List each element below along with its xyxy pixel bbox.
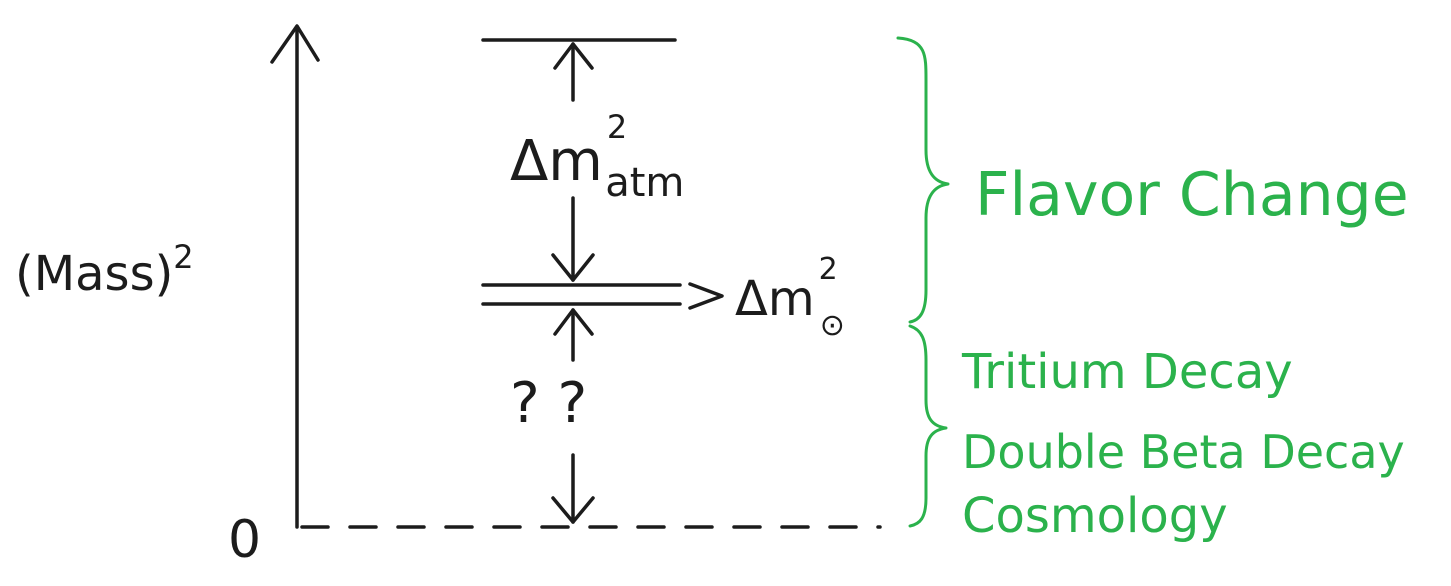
unknown-mass-label: ? ? xyxy=(510,371,587,436)
cosmology-label: Cosmology xyxy=(962,488,1228,544)
y-axis-arrowhead xyxy=(270,24,320,64)
solar-pointer-arrow xyxy=(688,282,724,310)
atm-lower-arrow xyxy=(551,196,595,282)
flavor-change-brace xyxy=(896,36,950,324)
y-axis xyxy=(270,24,320,529)
absolute-mass-brace xyxy=(908,324,948,528)
delta-m-solar-label: Δm2⊙ xyxy=(735,252,845,343)
zero-label: 0 xyxy=(228,510,261,570)
y-axis-label: (Mass)2 xyxy=(15,238,194,302)
double-beta-decay-label: Double Beta Decay xyxy=(962,425,1405,479)
flavor-change-label: Flavor Change xyxy=(975,160,1409,230)
atm-upper-arrow xyxy=(553,42,594,102)
tritium-decay-label: Tritium Decay xyxy=(961,344,1293,400)
unknown-upper-arrow xyxy=(553,308,594,362)
unknown-lower-arrow xyxy=(551,453,595,524)
